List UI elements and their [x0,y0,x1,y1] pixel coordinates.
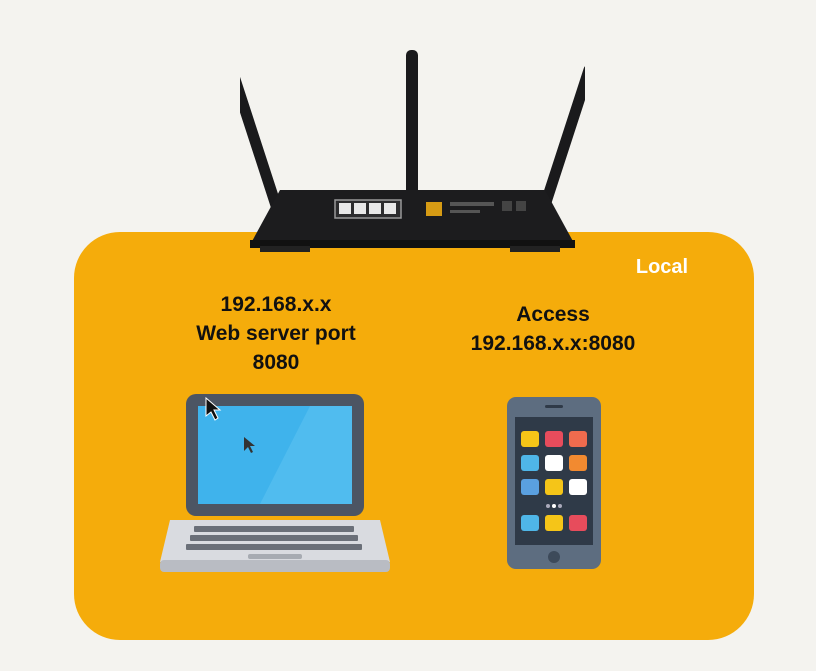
client-action-label: Access [516,303,590,326]
local-zone-label: Local [635,256,689,278]
server-description-label: Web server port [196,322,356,345]
client-address-label: 192.168.x.x:8080 [470,332,636,355]
ethernet-ports [334,199,526,219]
smartphone-icon [507,397,601,569]
router-icon [240,50,585,252]
app-grid [521,431,587,531]
cursor-icon [205,396,222,421]
laptop-icon [160,394,390,572]
server-ip-label: 192.168.x.x [220,293,332,316]
router-antennas [240,50,585,222]
server-port-label: 8080 [252,351,300,374]
